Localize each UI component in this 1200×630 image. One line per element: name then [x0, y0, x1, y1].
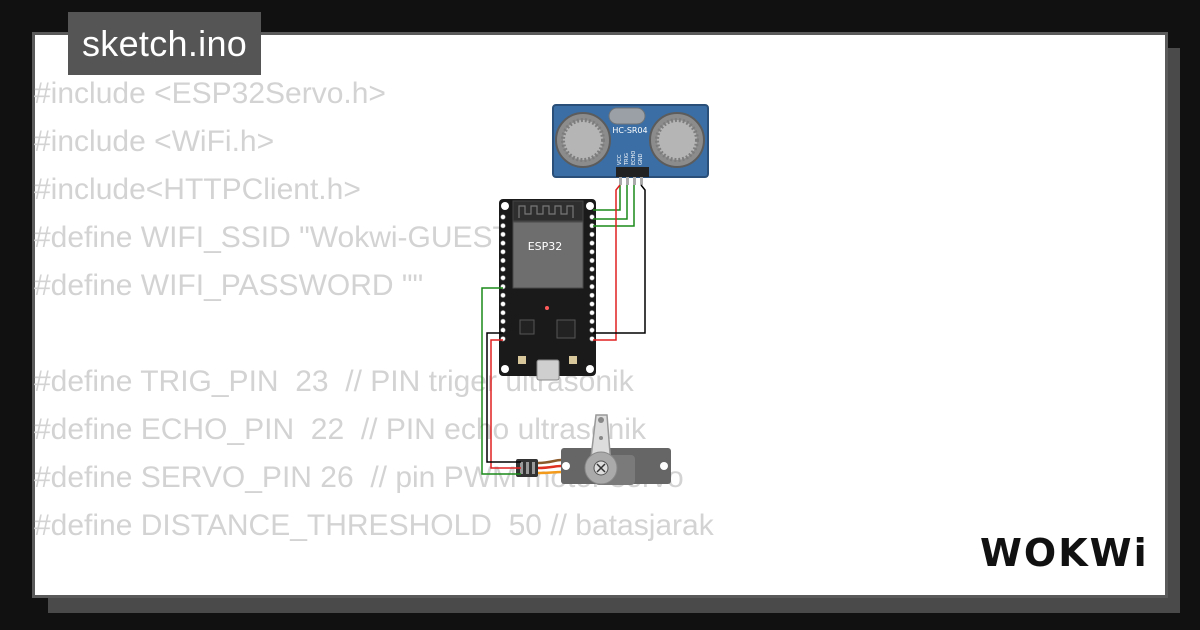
esp32-pin	[589, 275, 595, 281]
code-line: #define ECHO_PIN 22 // PIN echo ultrason…	[34, 413, 646, 446]
code-line: #define TRIG_PIN 23 // PIN triger ultras…	[34, 365, 634, 398]
code-line: #define DISTANCE_THRESHOLD 50 // batasja…	[34, 509, 714, 542]
code-preview: #include <ESP32Servo.h> #include <WiFi.h>…	[34, 70, 714, 550]
sensor-pin-vcc: VCC	[617, 154, 623, 165]
sensor-pin-echo: ECHO	[631, 151, 637, 165]
code-line: #include <WiFi.h>	[34, 125, 275, 158]
esp32-pin	[500, 301, 506, 307]
esp32-pin	[589, 266, 595, 272]
esp32-pin	[589, 318, 595, 325]
wokwi-logo: WOKWi	[980, 531, 1149, 575]
sketch-filename-tab: sketch.ino	[68, 12, 262, 75]
esp32-pin	[589, 292, 595, 298]
esp32-pin	[589, 231, 595, 237]
sensor-pin-gnd: GND	[638, 153, 644, 165]
servo-motor	[516, 414, 671, 485]
esp32-pin	[589, 214, 595, 220]
esp32-pin	[500, 231, 506, 237]
wires	[481, 184, 646, 475]
esp32-pin	[589, 310, 595, 316]
esp32-pin	[589, 257, 595, 264]
esp32-pin	[500, 249, 506, 255]
wokwi-logo-text: WOKWi	[980, 531, 1149, 575]
sensor-label: HC-SR04	[612, 126, 647, 135]
ultrasonic-sensor: HC-SR04 VCC TRIG ECHO GND	[552, 104, 709, 185]
esp32-pin	[589, 301, 595, 307]
code-line: #include<HTTPClient.h>	[34, 173, 361, 206]
esp32-pin	[500, 223, 506, 229]
esp32-pin	[500, 214, 506, 220]
esp32-pin	[589, 249, 595, 255]
esp32-pin	[500, 257, 506, 264]
esp32-pin	[500, 318, 506, 325]
esp32-pin	[500, 327, 506, 333]
esp32-pin	[500, 275, 506, 281]
esp32-board: ESP32	[499, 199, 596, 381]
esp32-pin	[500, 240, 506, 246]
code-line: #include <ESP32Servo.h>	[34, 77, 386, 110]
esp32-pin	[500, 292, 506, 298]
code-line: #define WIFI_PASSWORD ""	[34, 269, 424, 302]
code-line: #define WIFI_SSID "Wokwi-GUEST"	[34, 221, 522, 254]
sensor-pin-trig: TRIG	[624, 153, 630, 166]
esp32-pin	[589, 284, 595, 290]
esp32-pin	[500, 310, 506, 316]
esp32-pin	[589, 240, 595, 246]
esp32-pin	[589, 327, 595, 333]
esp32-label: ESP32	[528, 240, 563, 253]
esp32-pin	[500, 266, 506, 272]
